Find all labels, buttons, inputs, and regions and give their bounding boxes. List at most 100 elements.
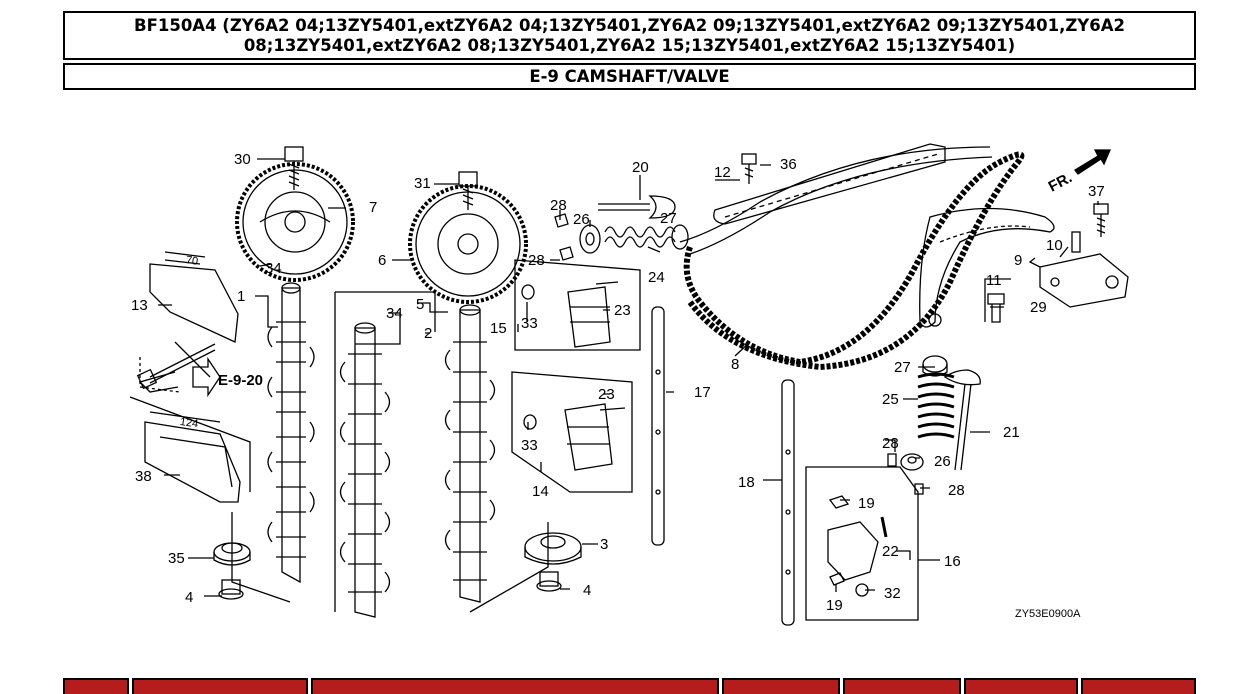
retainer-26-lower[interactable]: [900, 453, 924, 471]
callout-3: 3: [600, 536, 608, 553]
dimension-70: 70: [185, 254, 199, 268]
retainer-26-top[interactable]: [579, 224, 601, 254]
callout-37: 37: [1088, 183, 1105, 200]
tab-7[interactable]: [1081, 678, 1196, 694]
callout-7: 7: [369, 199, 377, 216]
keeper-28-lower[interactable]: [887, 453, 924, 495]
callout-32: 32: [884, 585, 901, 602]
rocker-shaft-17[interactable]: [651, 306, 665, 546]
callout-14: 14: [532, 483, 549, 500]
callout-35: 35: [168, 550, 185, 567]
callout-2: 2: [424, 325, 432, 342]
ref-label[interactable]: E-9-20: [218, 372, 263, 389]
tab-6[interactable]: [964, 678, 1078, 694]
cam-chain-8[interactable]: [679, 146, 1025, 371]
tab-1[interactable]: [63, 678, 129, 694]
front-arrow-icon: [1074, 149, 1111, 175]
pivot-bolt-29[interactable]: [987, 293, 1005, 323]
callout-30: 30: [234, 151, 251, 168]
rocker-shaft-18[interactable]: [781, 379, 795, 626]
seal-27-top[interactable]: [671, 224, 689, 250]
callout-25: 25: [882, 391, 899, 408]
bolt-30[interactable]: [284, 146, 304, 190]
tab-3[interactable]: [311, 678, 719, 694]
drawing-code: ZY53E0900A: [1015, 608, 1081, 620]
callout-24: 24: [648, 269, 665, 286]
spring-24-top[interactable]: [604, 226, 676, 248]
callout-26-lower: 26: [934, 453, 951, 470]
bottom-tab-bar: [0, 678, 1260, 694]
bolt-36[interactable]: [741, 153, 757, 184]
callout-33-top: 33: [521, 315, 538, 332]
tab-2[interactable]: [132, 678, 308, 694]
callout-27-top: 27: [660, 210, 677, 227]
plate-13[interactable]: [138, 251, 239, 393]
section-title: E-9 CAMSHAFT/VALVE: [63, 63, 1196, 90]
callout-15: 15: [490, 320, 507, 337]
seal-27-lower[interactable]: [922, 355, 948, 377]
callout-20: 20: [632, 159, 649, 176]
callout-1: 1: [237, 288, 245, 305]
callout-28-top: 28: [550, 197, 567, 214]
tensioner-arm-11[interactable]: [919, 207, 1055, 328]
ref-arrow[interactable]: [192, 356, 221, 398]
valve-20[interactable]: [598, 195, 676, 219]
parts-diagram: 30 7 31 6 34 1 5 34 13 2 28 26 20 12 36 …: [0, 92, 1260, 672]
washer-35[interactable]: [213, 542, 251, 566]
direction-label: FR.: [1046, 169, 1075, 195]
keeper-28-top[interactable]: [554, 213, 574, 261]
model-title: BF150A4 (ZY6A2 04;13ZY5401,extZY6A2 04;1…: [63, 11, 1196, 60]
tab-5[interactable]: [843, 678, 961, 694]
plug-4-left[interactable]: [218, 579, 244, 600]
callout-27-lower: 27: [894, 359, 911, 376]
callout-23-lower: 23: [598, 386, 615, 403]
rocker-arm-15[interactable]: [514, 259, 641, 351]
callout-34-mid: 34: [386, 305, 403, 322]
callout-38: 38: [135, 468, 152, 485]
plug-4-middle[interactable]: [536, 571, 562, 592]
callout-labels: 30 7 31 6 34 1 5 34 13 2 28 26 20 12 36 …: [131, 151, 1105, 614]
callout-11: 11: [986, 272, 1002, 289]
callout-23-top: 23: [614, 302, 631, 319]
bolt-37[interactable]: [1093, 203, 1109, 237]
plate-38[interactable]: [129, 396, 251, 503]
callout-28-lower-a: 28: [882, 435, 899, 452]
callout-4-left: 4: [185, 589, 193, 606]
callout-5: 5: [416, 296, 424, 313]
callout-26-top: 26: [573, 211, 590, 228]
callout-19-top: 19: [858, 495, 875, 512]
cam-sprocket-7[interactable]: [235, 162, 355, 282]
callout-19-lower: 19: [826, 597, 843, 614]
callout-29: 29: [1030, 299, 1047, 316]
bolt-31[interactable]: [458, 171, 478, 210]
camshaft-1[interactable]: [267, 282, 315, 584]
callout-10: 10: [1046, 237, 1063, 254]
callout-34-left: 34: [265, 260, 282, 277]
callout-4-mid: 4: [583, 582, 591, 599]
callout-13: 13: [131, 297, 148, 314]
callout-9: 9: [1014, 252, 1022, 269]
valve-21[interactable]: [943, 369, 981, 471]
rocker-arm-16[interactable]: [805, 466, 919, 621]
tab-4[interactable]: [722, 678, 840, 694]
bolt-plate-13[interactable]: [136, 343, 216, 390]
callout-17: 17: [694, 384, 711, 401]
callout-16: 16: [944, 553, 961, 570]
camshaft-5[interactable]: [444, 304, 496, 603]
cap-3[interactable]: [524, 532, 582, 565]
callout-22: 22: [882, 543, 899, 560]
rocker-arm-14[interactable]: [511, 371, 633, 493]
camshaft-2[interactable]: [339, 322, 391, 618]
callout-28-mid: 28: [528, 252, 545, 269]
callout-6: 6: [378, 252, 386, 269]
tensioner-9[interactable]: [1039, 253, 1129, 308]
callout-18: 18: [738, 474, 755, 491]
chain-guide-12[interactable]: [713, 143, 946, 225]
dimension-124: 124: [179, 416, 199, 430]
callout-33-lower: 33: [521, 437, 538, 454]
callout-8: 8: [731, 356, 739, 373]
callout-28-lower-b: 28: [948, 482, 965, 499]
pin-10[interactable]: [1071, 231, 1081, 253]
spring-25[interactable]: [917, 372, 955, 439]
callout-31: 31: [414, 175, 431, 192]
